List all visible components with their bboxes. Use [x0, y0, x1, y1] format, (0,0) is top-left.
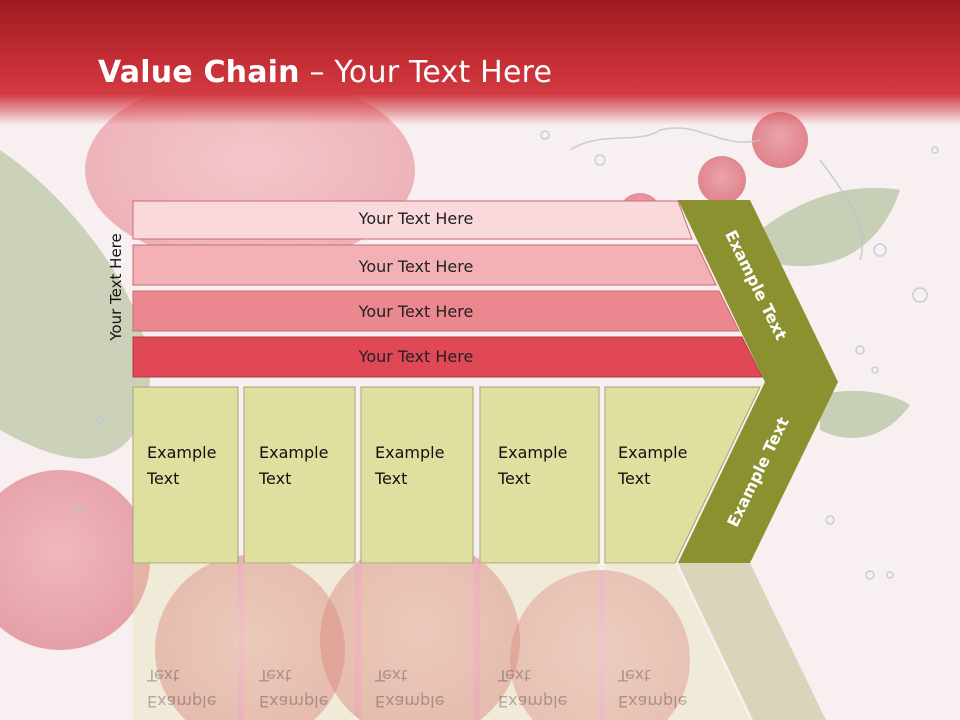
band-3 [132, 290, 740, 332]
box-label-4-line2: Text [498, 469, 531, 488]
box-label-2-line2: Text [259, 469, 292, 488]
box-label-1-line2: Text [147, 469, 180, 488]
box-4 [479, 386, 600, 564]
slide-title: Value Chain – Your Text Here [98, 55, 552, 90]
box-label-5: Example Text [618, 440, 687, 492]
band-4 [132, 336, 763, 378]
band-label-4: Your Text Here [358, 347, 474, 366]
band-2 [132, 244, 717, 286]
box-label-5-line2: Text [618, 469, 651, 488]
title-bold: Value Chain [98, 55, 300, 90]
reflection-label-1: Example Text [147, 662, 216, 714]
chevron-arrow [678, 200, 838, 563]
title-rest: – Your Text Here [299, 55, 553, 90]
band-1 [132, 200, 693, 240]
reflection-label-2: Example Text [259, 662, 328, 714]
reflection-label-5-line1: Example [618, 692, 688, 711]
reflection-label-5-line2: Text [618, 666, 651, 685]
reflection-label-4-line2: Text [498, 666, 531, 685]
header-band [0, 0, 960, 125]
reflection-label-4: Example Text [498, 662, 567, 714]
reflection-label-3-line2: Text [375, 666, 408, 685]
band-label-3: Your Text Here [358, 302, 474, 321]
reflection-shapes [133, 563, 826, 720]
reflection-label-1-line1: Example [147, 692, 217, 711]
box-label-5-line1: Example [618, 443, 688, 462]
reflection-label-2-line2: Text [259, 666, 292, 685]
box-label-2-line1: Example [259, 443, 329, 462]
reflection-text: Example Text Example Text Example Text E… [0, 563, 960, 720]
reflection-label-1-line2: Text [147, 666, 180, 685]
box-1 [132, 386, 239, 564]
box-label-3-line2: Text [375, 469, 408, 488]
box-2 [243, 386, 356, 564]
box-label-4: Example Text [498, 440, 567, 492]
band-label-2: Your Text Here [358, 257, 474, 276]
reflection-label-2-line1: Example [259, 692, 329, 711]
band-label-1: Your Text Here [358, 209, 474, 228]
box-3 [360, 386, 474, 564]
box-label-2: Example Text [259, 440, 328, 492]
reflection-label-3: Example Text [375, 662, 444, 714]
reflection-label-4-line1: Example [498, 692, 568, 711]
box-label-3-line1: Example [375, 443, 445, 462]
reflection: Example Text Example Text Example Text E… [0, 563, 960, 720]
box-label-1: Example Text [147, 440, 216, 492]
reflection-label-3-line1: Example [375, 692, 445, 711]
box-label-4-line1: Example [498, 443, 568, 462]
reflection-label-5: Example Text [618, 662, 687, 714]
box-label-1-line1: Example [147, 443, 217, 462]
box-label-3: Example Text [375, 440, 444, 492]
box-5 [604, 386, 761, 564]
